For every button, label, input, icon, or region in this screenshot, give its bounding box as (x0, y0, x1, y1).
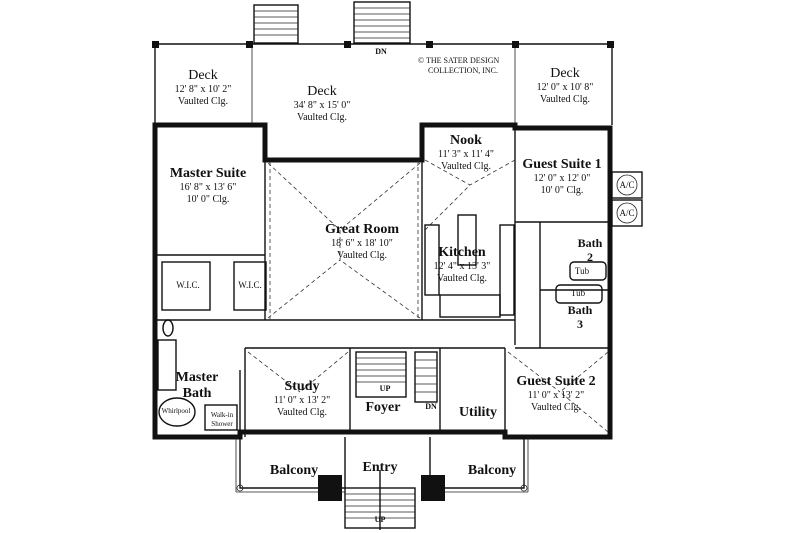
ac-label-2: A/C (619, 208, 635, 218)
rear-deck-outline (152, 41, 614, 125)
interior-walls (155, 125, 610, 437)
copyright-note: © THE SATER DESIGN COLLECTION, INC. (418, 56, 499, 75)
kitchen-counters (424, 214, 515, 318)
whirlpool-label: Whirlpool (161, 407, 191, 415)
room-entry: Entry (363, 460, 398, 476)
room-name: Guest Suite 1 (522, 157, 602, 172)
room-master-bath: Master Bath (176, 370, 219, 402)
tub-label-1: Tub (574, 266, 590, 276)
room-dimensions: 12' 0" x 10' 8" (536, 82, 594, 94)
room-name: Deck (188, 68, 218, 83)
room-utility: Utility (459, 405, 497, 421)
room-guest-suite-2: Guest Suite 2 11' 0" x 13' 2" Vaulted Cl… (516, 374, 595, 413)
room-name: Master Suite (169, 166, 247, 181)
room-ceiling: Vaulted Clg. (437, 272, 487, 284)
room-name: Balcony (269, 463, 319, 478)
room-ceiling: Vaulted Clg. (441, 160, 491, 172)
room-dimensions: 11' 0" x 13' 2" (527, 390, 585, 402)
foyer-stairs (355, 351, 438, 403)
room-number: 2 (587, 249, 593, 264)
stair-up-entry: UP (374, 515, 386, 524)
room-name: Deck (307, 84, 337, 99)
rear-stairs (253, 1, 411, 44)
room-foyer: Foyer (366, 400, 401, 416)
room-guest-suite-1: Guest Suite 1 12' 0" x 12' 0" 10' 0" Clg… (522, 157, 601, 196)
room-ceiling: Vaulted Clg. (540, 93, 590, 105)
vaulted-ceiling-lines (247, 159, 609, 433)
room-name-2: Bath (182, 386, 212, 402)
room-dimensions: 18' 6" x 18' 10" (331, 238, 393, 250)
bath-fixtures (157, 261, 607, 431)
room-name: Kitchen (438, 245, 486, 260)
wic-label-2: W.I.C. (238, 280, 262, 290)
room-name: Guest Suite 2 (516, 374, 596, 389)
room-bath-3: Bath 3 (567, 303, 593, 332)
ac-units (611, 171, 643, 227)
room-name: Balcony (467, 463, 517, 478)
room-kitchen: Kitchen 12' 4" x 13' 3" Vaulted Clg. (434, 245, 491, 284)
room-dimensions: 11' 3" x 11' 4" (437, 149, 495, 161)
stair-dn-foyer: DN (425, 402, 437, 411)
walkin-shower-label-1: Walk-in (210, 411, 234, 419)
room-ceiling: Vaulted Clg. (297, 111, 347, 123)
room-great-room: Great Room 18' 6" x 18' 10" Vaulted Clg. (325, 222, 399, 261)
room-name: Utility (458, 405, 498, 420)
room-master-suite: Master Suite 16' 8" x 13' 6" 10' 0" Clg. (170, 166, 246, 205)
room-dimensions: 16' 8" x 13' 6" (179, 182, 237, 194)
room-ceiling: Vaulted Clg. (178, 95, 228, 107)
room-dimensions: 12' 4" x 13' 3" (433, 261, 491, 273)
room-name: Bath (577, 236, 603, 250)
room-ceiling: 10' 0" Clg. (186, 193, 230, 205)
copyright-line-2: COLLECTION, INC. (428, 65, 498, 75)
room-dimensions: 34' 8" x 15' 0" (293, 100, 351, 112)
ac-label-1: A/C (619, 180, 635, 190)
room-nook: Nook 11' 3" x 11' 4" Vaulted Clg. (438, 133, 494, 172)
copyright-line-1: THE SATER DESIGN (425, 56, 500, 65)
room-name: Study (284, 379, 320, 394)
stair-dn-top: DN (375, 47, 387, 56)
room-dimensions: 11' 0" x 13' 2" (273, 395, 331, 407)
room-dimensions: 12' 8" x 10' 2" (174, 84, 232, 96)
stair-up-foyer: UP (379, 384, 391, 393)
room-name: Nook (450, 133, 482, 148)
room-ceiling: Vaulted Clg. (277, 406, 327, 418)
room-deck-right: Deck 12' 0" x 10' 8" Vaulted Clg. (537, 66, 594, 105)
room-ceiling: Vaulted Clg. (337, 249, 387, 261)
walkin-shower-label-2: Shower (211, 420, 233, 428)
room-name: Deck (550, 66, 580, 81)
room-balcony-right: Balcony (468, 463, 516, 479)
room-deck-left: Deck 12' 8" x 10' 2" Vaulted Clg. (175, 68, 232, 107)
room-name: Bath (567, 303, 593, 317)
copyright-symbol: © (418, 56, 425, 65)
room-number: 3 (577, 316, 583, 331)
room-ceiling: Vaulted Clg. (531, 401, 581, 413)
room-balcony-left: Balcony (270, 463, 318, 479)
room-name: Great Room (325, 222, 399, 237)
room-study: Study 11' 0" x 13' 2" Vaulted Clg. (274, 379, 330, 418)
room-dimensions: 12' 0" x 12' 0" (533, 173, 591, 185)
room-name: Master (175, 370, 219, 385)
front-balconies (235, 437, 529, 530)
room-name: Entry (362, 460, 398, 475)
room-deck-center: Deck 34' 8" x 15' 0" Vaulted Clg. (294, 84, 351, 123)
room-bath-2: Bath 2 (577, 236, 603, 265)
room-name: Foyer (365, 400, 401, 415)
wic-label-1: W.I.C. (176, 280, 200, 290)
room-ceiling: 10' 0" Clg. (540, 184, 584, 196)
tub-label-2: Tub (570, 288, 586, 298)
